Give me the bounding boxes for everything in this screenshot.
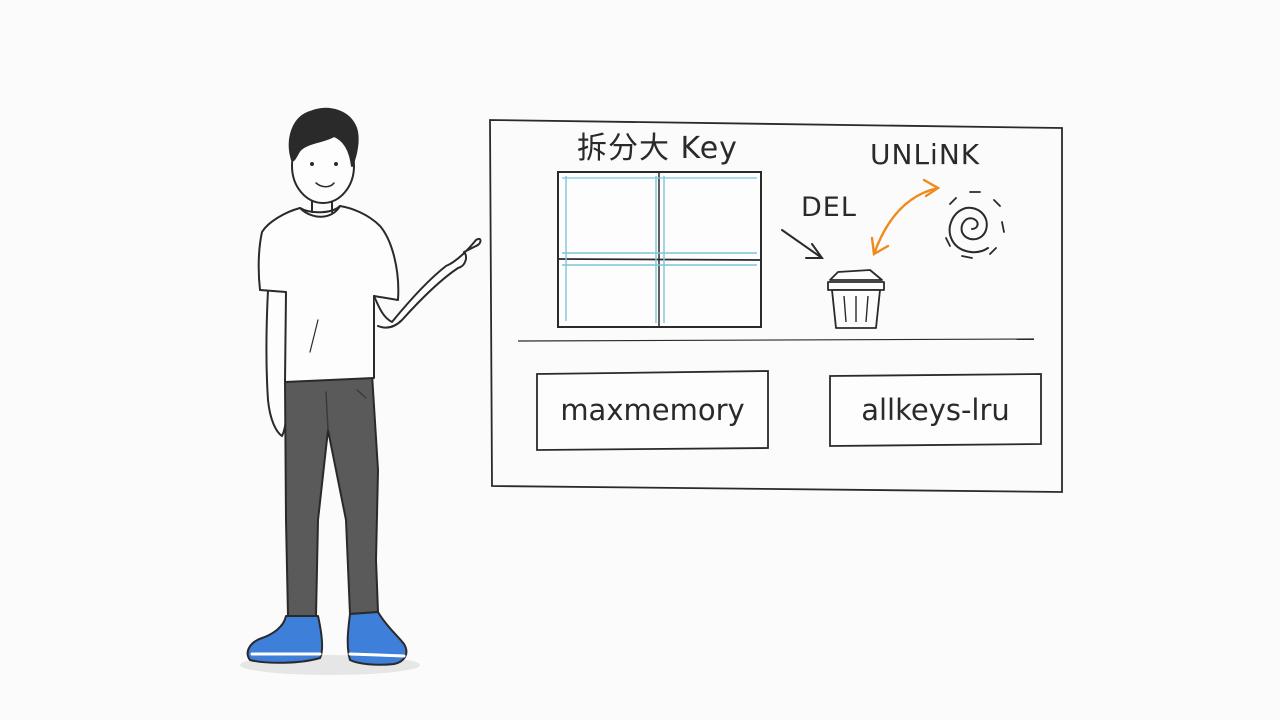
split-key-label: 拆分大 Key <box>577 131 738 166</box>
del-arrow <box>781 229 824 259</box>
presenter-hair <box>288 107 359 167</box>
presenter-left-shoe <box>246 615 324 664</box>
trash-can-icon <box>827 269 885 329</box>
maxmemory-box <box>536 370 769 451</box>
maxmemory-label: maxmemory <box>560 392 745 427</box>
whiteboard-frame <box>489 119 1063 493</box>
whiteboard <box>489 119 1063 493</box>
unlink-arrow <box>870 178 941 256</box>
bottom-boxes <box>536 370 1042 451</box>
spiral-icon <box>945 191 1005 259</box>
presenter-pants <box>284 373 379 617</box>
presenter-figure <box>246 107 482 666</box>
split-key-grid <box>557 171 762 328</box>
unlink-label: UNLiNK <box>870 138 981 171</box>
presenter-right-shoe <box>346 611 408 666</box>
presenter-right-arm <box>373 237 482 329</box>
allkeys-lru-label: allkeys-lru <box>861 392 1010 427</box>
whiteboard-divider <box>517 338 1035 342</box>
allkeys-lru-box <box>829 373 1042 447</box>
del-label: DEL <box>801 192 857 223</box>
